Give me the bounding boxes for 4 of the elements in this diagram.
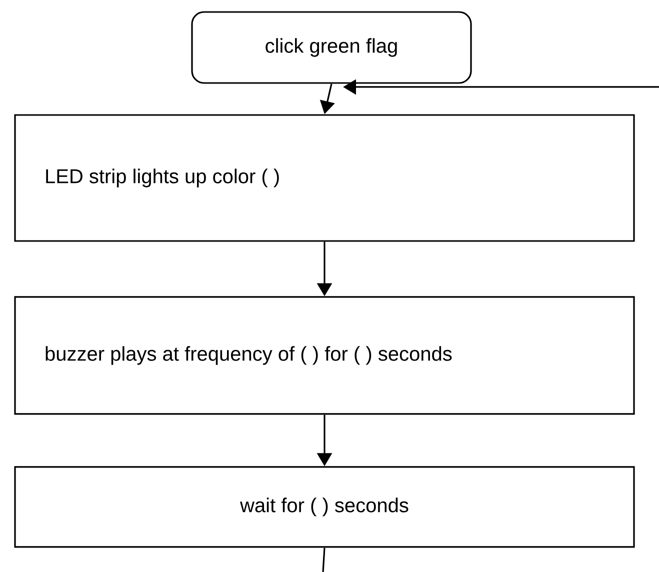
process-box: wait for ( ) seconds bbox=[14, 466, 635, 548]
process-box: LED strip lights up color ( ) bbox=[14, 114, 635, 242]
start-box: click green flag bbox=[191, 11, 472, 84]
process-box: buzzer plays at frequency of ( ) for ( ) seconds bbox=[14, 296, 635, 415]
